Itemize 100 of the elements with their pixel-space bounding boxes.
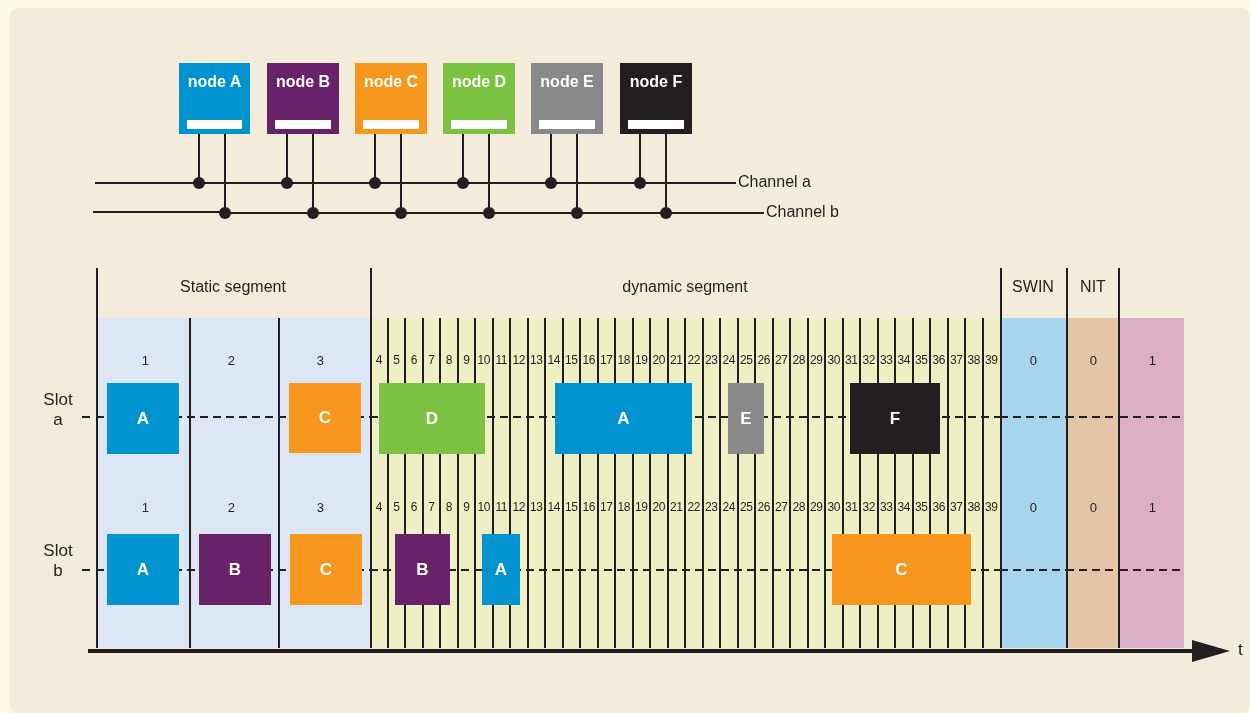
slot-number: 19 <box>634 501 649 515</box>
slot-number: 10 <box>476 501 491 515</box>
frame-box: A <box>482 534 520 605</box>
node-name: node D <box>450 73 508 91</box>
slot-number: 20 <box>651 501 666 515</box>
slot-number: 33 <box>879 501 894 515</box>
slot-number: 28 <box>791 501 806 515</box>
slot-number: 38 <box>966 501 981 515</box>
slot-number: 17 <box>599 501 614 515</box>
frame-box: A <box>107 534 179 605</box>
slot-number: 35 <box>914 501 929 515</box>
node-box <box>267 63 339 134</box>
segment-band <box>96 268 370 648</box>
node-name: node E <box>539 73 595 91</box>
slot-number: 25 <box>739 354 754 368</box>
slot-number: 29 <box>809 501 824 515</box>
slot-number: 10 <box>476 354 491 368</box>
slot-number: 19 <box>634 354 649 368</box>
slot-number: 37 <box>949 354 964 368</box>
frame-box: E <box>728 383 764 454</box>
slot-number: 26 <box>756 501 771 515</box>
slot-number: 18 <box>616 354 631 368</box>
slot-number: 9 <box>462 501 471 515</box>
segment-band <box>1066 268 1120 648</box>
slot-number: 27 <box>774 501 789 515</box>
slot-number: 32 <box>861 501 876 515</box>
slot-number: 9 <box>462 354 471 368</box>
axis-label: t <box>1238 640 1243 660</box>
slot-number: 5 <box>392 354 401 368</box>
node-box <box>179 63 250 134</box>
frame-box: F <box>850 383 940 454</box>
slot-number: 13 <box>529 354 544 368</box>
slot-number: 20 <box>651 354 666 368</box>
slot-number: 38 <box>966 354 981 368</box>
frame-box: D <box>379 383 485 454</box>
frame-box: C <box>832 534 971 605</box>
slot-number: 39 <box>984 354 999 368</box>
slot-number: 25 <box>739 501 754 515</box>
slot-number: 36 <box>931 354 946 368</box>
node-box <box>620 63 692 134</box>
slot-number: 0 <box>1028 354 1038 369</box>
slot-number: 14 <box>546 501 561 515</box>
channel-label: Channel b <box>766 203 839 223</box>
segment-heading: dynamic segment <box>621 278 749 296</box>
slot-number: 0 <box>1088 354 1098 369</box>
segment-heading: SWIN <box>1011 278 1055 296</box>
slot-number: 7 <box>427 354 436 368</box>
slot-number: 3 <box>315 354 325 369</box>
node-name: node B <box>274 73 332 91</box>
slot-number: 34 <box>896 354 911 368</box>
slot-number: 32 <box>861 354 876 368</box>
channel-label: Channel a <box>738 173 811 193</box>
slot-number: 14 <box>546 354 561 368</box>
slot-number: 23 <box>704 354 719 368</box>
slot-number: 1 <box>140 354 150 369</box>
slot-number: 13 <box>529 501 544 515</box>
slot-label: Slot b <box>42 541 74 581</box>
frame-box: C <box>289 383 361 453</box>
slot-number: 17 <box>599 354 614 368</box>
slot-number: 31 <box>844 501 859 515</box>
slot-number: 28 <box>791 354 806 368</box>
slot-number: 8 <box>444 501 453 515</box>
slot-number: 15 <box>564 501 579 515</box>
frame-box: C <box>290 534 362 605</box>
slot-number: 6 <box>409 354 418 368</box>
slot-number: 11 <box>494 501 508 515</box>
segment-heading: Static segment <box>179 278 287 296</box>
slot-number: 35 <box>914 354 929 368</box>
slot-number: 4 <box>374 354 383 368</box>
slot-number: 39 <box>984 501 999 515</box>
node-name: node F <box>628 73 684 91</box>
slot-number: 21 <box>669 354 684 368</box>
segment-heading: NIT <box>1079 278 1107 296</box>
slot-number: 5 <box>392 501 401 515</box>
node-name: node C <box>362 73 420 91</box>
slot-number: 30 <box>826 354 841 368</box>
slot-number: 30 <box>826 501 841 515</box>
slot-number: 8 <box>444 354 453 368</box>
slot-number: 0 <box>1028 501 1038 516</box>
node-box <box>531 63 603 134</box>
slot-number: 11 <box>494 354 508 368</box>
node-name: node A <box>186 73 243 91</box>
slot-number: 2 <box>226 354 236 369</box>
slot-number: 6 <box>409 501 418 515</box>
slot-label: Slot a <box>42 390 74 430</box>
slot-number: 18 <box>616 501 631 515</box>
node-box <box>443 63 515 134</box>
slot-number: 23 <box>704 501 719 515</box>
slot-number: 36 <box>931 501 946 515</box>
segment-band <box>1000 268 1066 648</box>
slot-number: 3 <box>315 501 325 516</box>
frame-box: A <box>107 383 179 454</box>
slot-number: 24 <box>721 501 736 515</box>
slot-number: 21 <box>669 501 684 515</box>
slot-number: 1 <box>1147 501 1157 516</box>
slot-number: 15 <box>564 354 579 368</box>
slot-number: 27 <box>774 354 789 368</box>
segment-band <box>1120 318 1184 648</box>
slot-number: 12 <box>511 501 526 515</box>
slot-number: 1 <box>1147 354 1157 369</box>
